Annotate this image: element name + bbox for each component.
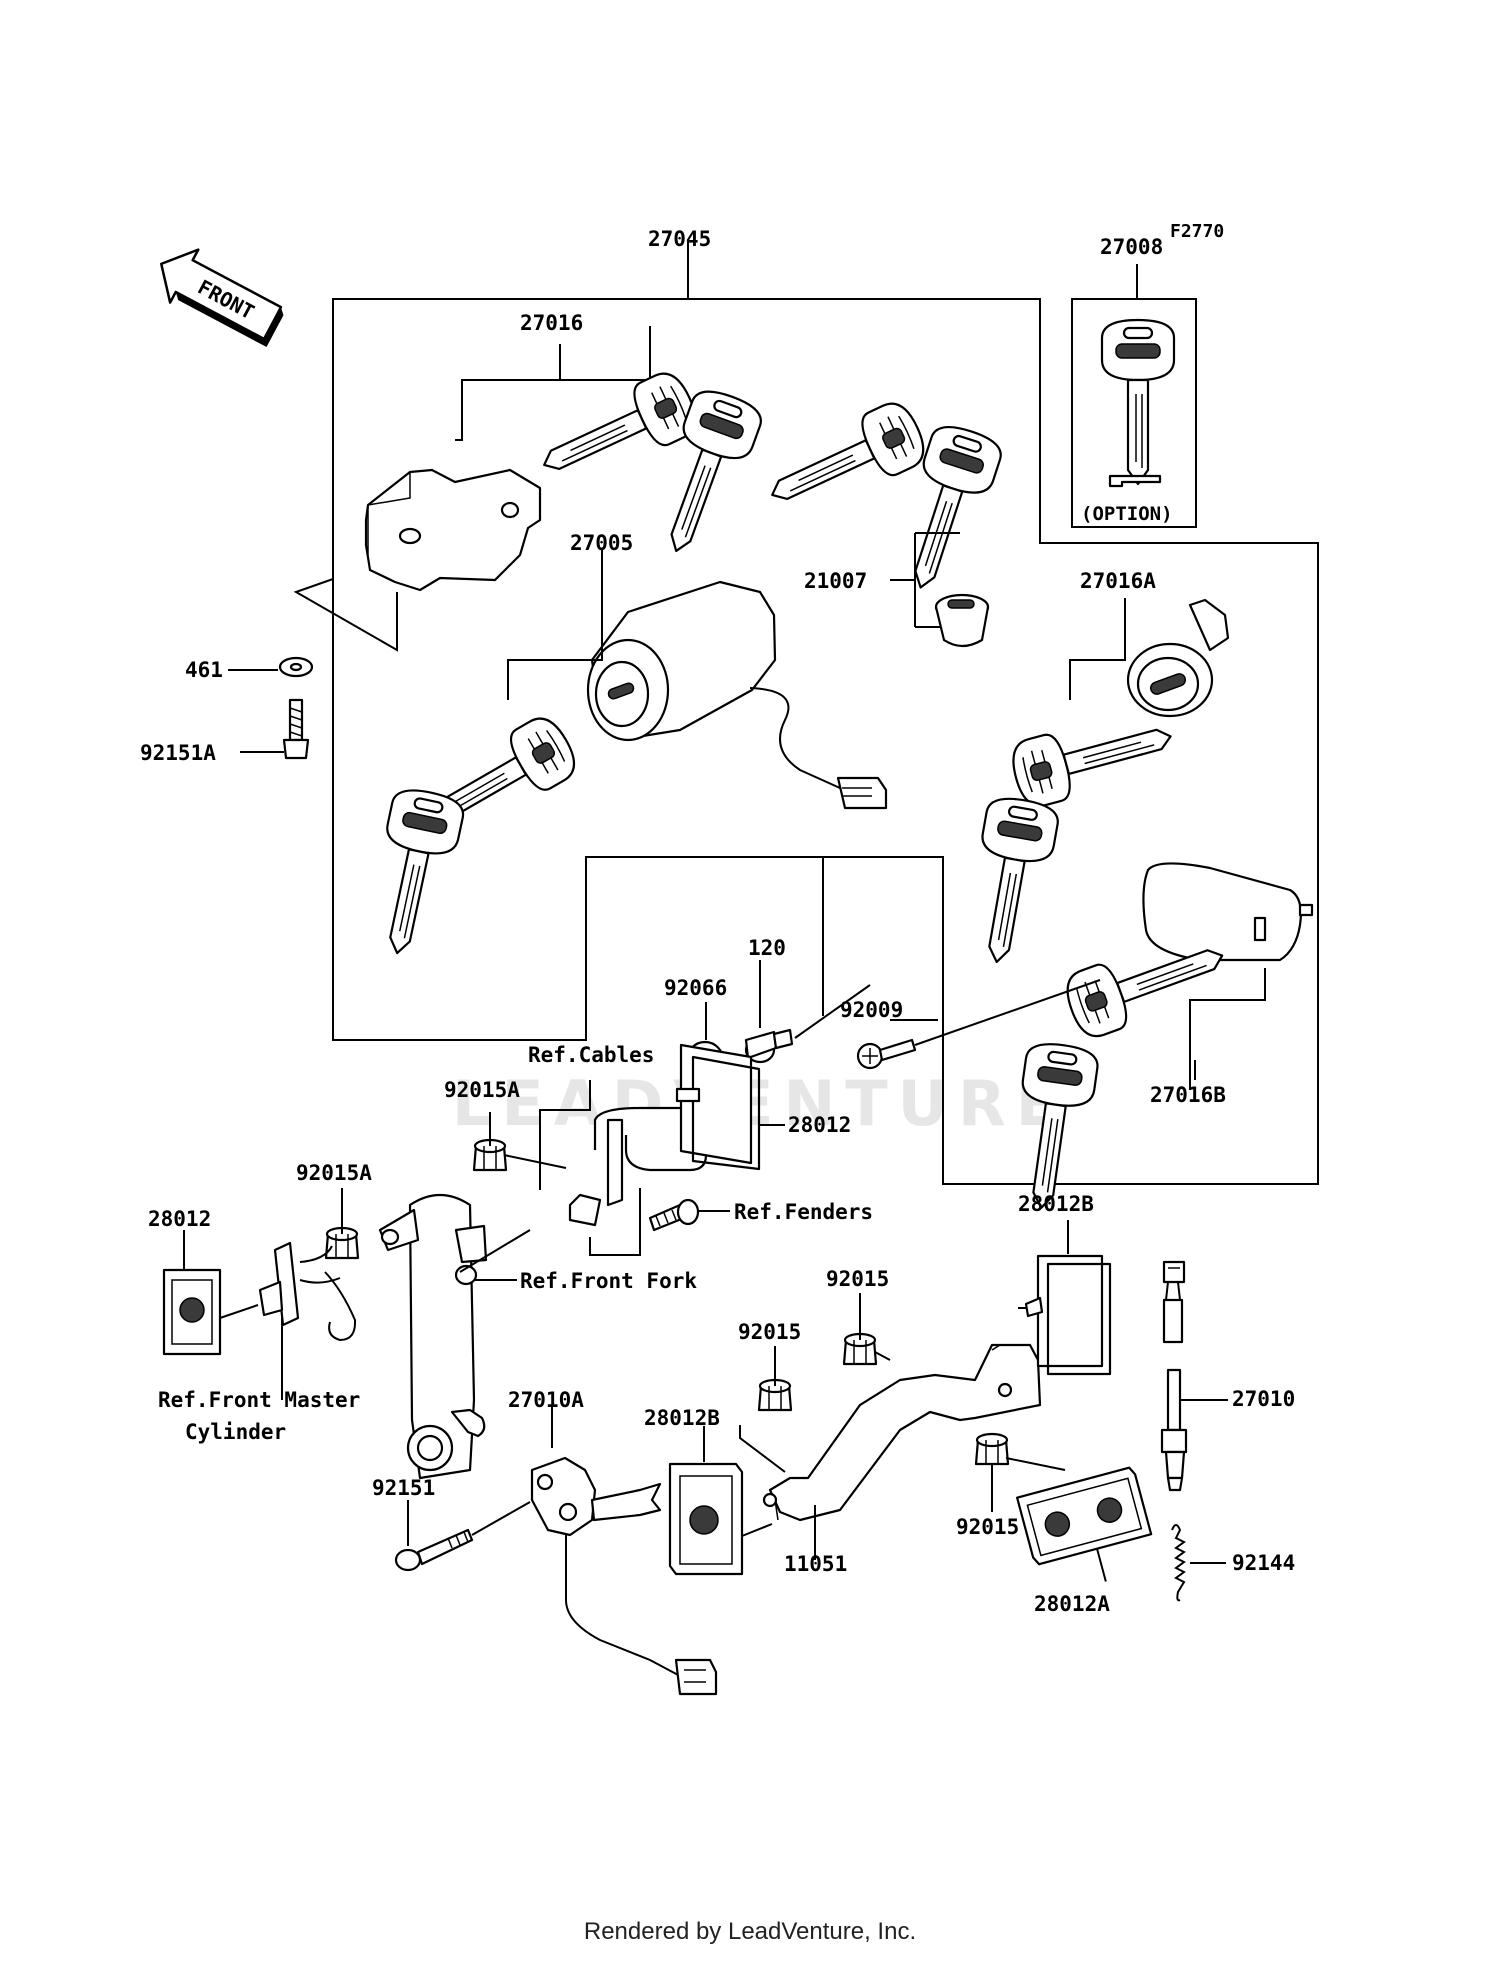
label-ref-cables: Ref.Cables — [528, 1043, 654, 1067]
label-ref-master-2: Cylinder — [185, 1420, 286, 1444]
part-27016-lock-housing — [364, 326, 651, 592]
fender-bolt — [648, 1198, 730, 1232]
part-28012B-pad-upper — [1018, 1220, 1112, 1376]
cable-bracket — [539, 1080, 708, 1256]
key-27005-b — [360, 784, 468, 962]
part-92009-screw — [856, 979, 1101, 1070]
label-27010A: 27010A — [508, 1388, 584, 1412]
label-ref-master-1: Ref.Front Master — [158, 1388, 360, 1412]
watermark-text: LEADVENTURE — [452, 1067, 1068, 1140]
option-label: (OPTION) — [1081, 503, 1173, 525]
label-28012B-upper: 28012B — [1018, 1192, 1094, 1216]
key-27016A-a — [1006, 702, 1181, 812]
part-92151A-bolt — [240, 698, 310, 760]
part-28012A-pad — [1016, 1466, 1153, 1582]
part-27010A-switch — [530, 1405, 718, 1696]
label-92151: 92151 — [372, 1476, 435, 1500]
part-27016A-lock — [1069, 598, 1230, 718]
label-27045: 27045 — [648, 227, 711, 251]
label-27016: 27016 — [520, 311, 583, 335]
part-28012B-pad-lower — [668, 1426, 773, 1576]
label-92015-c: 92015 — [956, 1515, 1019, 1539]
label-92009: 92009 — [840, 998, 903, 1022]
footer-credit: Rendered by LeadVenture, Inc. — [583, 1918, 917, 1945]
front-fork — [378, 1194, 531, 1480]
part-92151-bolt — [394, 1500, 531, 1572]
label-28012A: 28012A — [1034, 1592, 1110, 1616]
part-92015-nut-c — [974, 1432, 1010, 1466]
label-27016B: 27016B — [1150, 1083, 1226, 1107]
label-92015-a: 92015 — [826, 1267, 889, 1291]
label-27008: 27008 — [1100, 235, 1163, 259]
part-27005-ignition-switch — [507, 550, 888, 810]
part-461-washer — [228, 656, 314, 678]
label-21007: 21007 — [804, 569, 867, 593]
part-92144-spring — [1171, 1524, 1226, 1602]
label-28012-left: 28012 — [148, 1207, 211, 1231]
label-120: 120 — [748, 936, 786, 960]
label-92015A-lower: 92015A — [296, 1161, 372, 1185]
part-27010-switch — [1160, 1260, 1228, 1492]
key-27016A-b — [960, 793, 1062, 970]
assembly-27045-frame — [293, 240, 1319, 1185]
label-92066: 92066 — [664, 976, 727, 1000]
part-28012-pad-left — [162, 1230, 222, 1356]
part-28012-pad-upper — [675, 1043, 785, 1171]
label-27016A: 27016A — [1080, 569, 1156, 593]
label-11051: 11051 — [784, 1552, 847, 1576]
label-92151A: 92151A — [140, 741, 216, 765]
label-ref-fenders: Ref.Fenders — [734, 1200, 873, 1224]
master-cylinder-bracket — [219, 1241, 357, 1400]
label-ref-front-fork: Ref.Front Fork — [520, 1269, 697, 1293]
label-92015-b: 92015 — [738, 1320, 801, 1344]
label-92015A-upper: 92015A — [444, 1078, 520, 1102]
part-27016B-lock — [1142, 862, 1314, 1090]
label-27005: 27005 — [570, 531, 633, 555]
front-arrow-icon: FRONT — [160, 248, 284, 348]
label-28012B-lower: 28012B — [644, 1406, 720, 1430]
label-27010: 27010 — [1232, 1387, 1295, 1411]
label-28012-upper: 28012 — [788, 1113, 851, 1137]
part-120-bolt — [744, 960, 871, 1064]
key-27016-a — [528, 365, 705, 497]
part-27008-option-key: (OPTION) — [1071, 264, 1197, 528]
part-21007-cap — [890, 532, 990, 648]
label-92144: 92144 — [1232, 1551, 1295, 1575]
diagram-code: F2770 — [1170, 221, 1224, 242]
key-21007-a — [756, 395, 933, 527]
label-461: 461 — [185, 658, 223, 682]
